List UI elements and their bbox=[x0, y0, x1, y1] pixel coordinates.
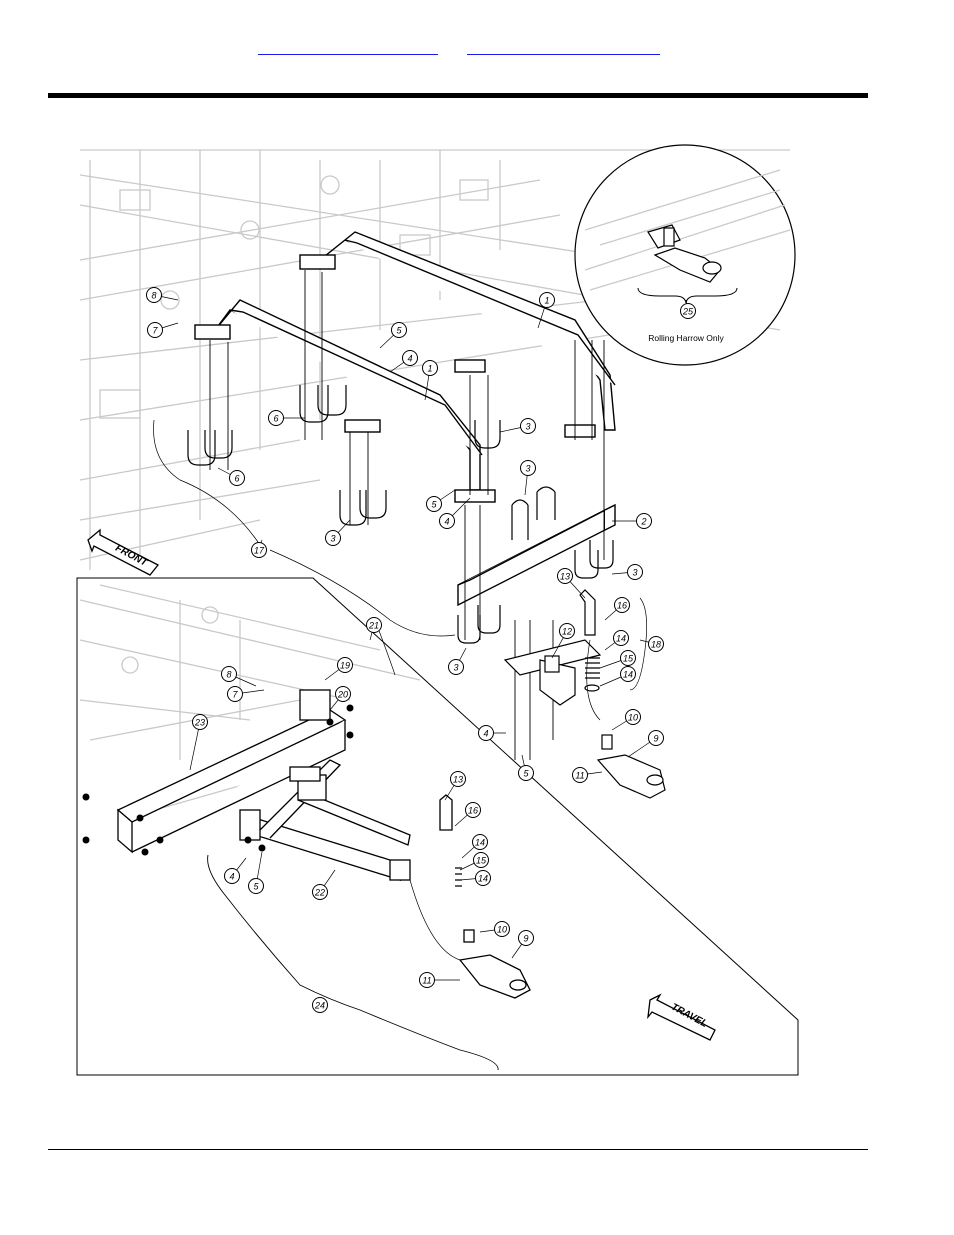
rolling-harrow-inset: Rolling Harrow Only bbox=[575, 145, 795, 365]
callout-number: 1 bbox=[427, 364, 432, 374]
callout-number: 21 bbox=[368, 621, 379, 631]
callout-number: 10 bbox=[628, 713, 638, 723]
callout-number: 11 bbox=[575, 771, 584, 781]
callout-number: 15 bbox=[623, 654, 634, 664]
callout-number: 4 bbox=[483, 729, 488, 739]
callout-number: 2 bbox=[640, 517, 646, 527]
callout-number: 25 bbox=[682, 307, 694, 317]
callout-number: 24 bbox=[314, 1001, 325, 1011]
callout-number: 14 bbox=[616, 634, 626, 644]
callout-number: 13 bbox=[560, 572, 570, 582]
callout-number: 14 bbox=[478, 874, 488, 884]
callout-number: 17 bbox=[254, 546, 265, 556]
callout-number: 3 bbox=[632, 568, 637, 578]
callout-number: 3 bbox=[525, 422, 530, 432]
u-bolts bbox=[188, 385, 613, 643]
callout-number: 18 bbox=[651, 640, 661, 650]
callout-number: 1 bbox=[544, 296, 549, 306]
callout-number: 4 bbox=[444, 517, 449, 527]
callout-number: 16 bbox=[617, 601, 627, 611]
callout-number: 6 bbox=[273, 414, 278, 424]
callout-number: 9 bbox=[653, 734, 658, 744]
callout-number: 3 bbox=[525, 464, 530, 474]
front-arrow: FRONT bbox=[88, 530, 158, 575]
callout-number: 12 bbox=[562, 627, 572, 637]
callout-number: 13 bbox=[453, 775, 463, 785]
callout-number: 22 bbox=[314, 888, 325, 898]
callout-number: 6 bbox=[234, 474, 239, 484]
lower-inset: TRAVEL bbox=[77, 578, 798, 1075]
inset-caption: Rolling Harrow Only bbox=[648, 333, 724, 343]
bottom-rule bbox=[48, 1149, 868, 1150]
callout-number: 14 bbox=[475, 838, 485, 848]
callout-number: 4 bbox=[407, 354, 412, 364]
callout-number: 11 bbox=[422, 976, 431, 986]
callout-number: 20 bbox=[337, 690, 348, 700]
callout-number: 8 bbox=[151, 291, 156, 301]
callout-number: 19 bbox=[340, 661, 350, 671]
callout-number: 10 bbox=[497, 925, 507, 935]
callout-number: 23 bbox=[194, 718, 205, 728]
callout-number: 16 bbox=[468, 806, 478, 816]
callout-number: 14 bbox=[623, 670, 633, 680]
callout-number: 8 bbox=[226, 670, 231, 680]
callout-number: 3 bbox=[330, 534, 335, 544]
callout-number: 3 bbox=[453, 663, 458, 673]
callout-number: 4 bbox=[229, 872, 234, 882]
callout-number: 9 bbox=[523, 934, 528, 944]
callout-number: 15 bbox=[476, 856, 487, 866]
